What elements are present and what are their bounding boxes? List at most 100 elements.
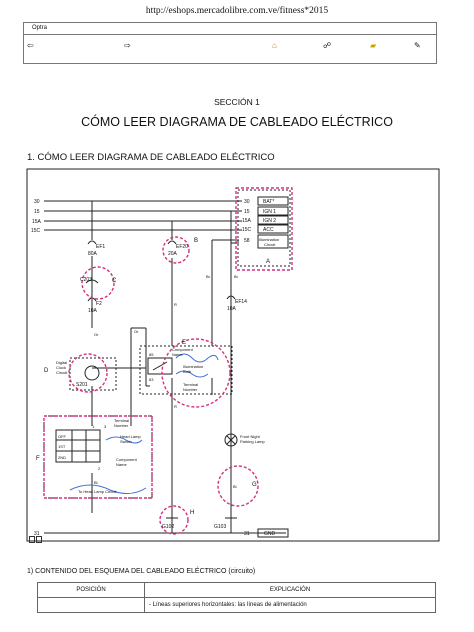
supply-label-bat: BAT* [263, 199, 274, 205]
viewer-toolbar: Optra ⇦ ⇨ ⌂ ☍ ▰ ✎ [23, 22, 437, 64]
switch-state-2nd: 2ND [58, 455, 66, 460]
header-position: POSICIÓN [37, 582, 145, 598]
wire-color-bl-1: Bl [94, 480, 98, 485]
rail-label-left-0: 30 [34, 199, 40, 205]
wiring-diagram: 30 15 15A 15C 30 15 15A 15C 58 BAT* IGN … [26, 168, 440, 542]
callout-a: A [266, 259, 270, 265]
header-explanation: EXPLICACIÓN [144, 582, 436, 598]
pin-83: 83 [149, 377, 154, 382]
wire-color-bl-2: Bl [233, 484, 237, 489]
supply-label-ign1: IGN 1 [263, 209, 276, 215]
ground-rail-label: 31 [34, 531, 40, 537]
switch-state-off: OFF [58, 434, 67, 439]
illumination-label-2: Circuit [264, 242, 276, 247]
callout-d: D [44, 368, 49, 374]
callout-h: H [190, 510, 194, 516]
callout-circle-b [162, 236, 190, 264]
switch-component-2: Name [116, 462, 127, 467]
home-icon[interactable]: ⌂ [272, 41, 277, 50]
illumination-label-1: Illumination [259, 237, 279, 242]
terminal-number-e-1: Terminal [183, 382, 198, 387]
component-name-e-1: Component [172, 347, 194, 352]
terminal-number-e-2: Number [183, 387, 198, 392]
illumination-bulb-2: Bulb [183, 369, 192, 374]
table-header-row: POSICIÓN EXPLICACIÓN [37, 582, 436, 598]
rail-label-right-2: 15A [242, 218, 252, 224]
wire-color-or-1: Or [94, 332, 99, 337]
fuse-ef14-rating: 10A [227, 306, 237, 312]
front-lamp-label-2: Parking Lamp [240, 439, 265, 444]
ground-g103: G103 [214, 524, 226, 530]
clock-label-1: Digital [56, 360, 67, 365]
fuse-f2-rating: 10A [88, 308, 98, 314]
toolbar-divider [24, 34, 436, 35]
callout-circle-c [81, 266, 115, 300]
fuse-ef20-rating: 20A [168, 251, 178, 257]
cell-position [37, 597, 145, 613]
table-row: - Líneas superiores horizontales: las lí… [37, 597, 436, 613]
callout-f: F [36, 456, 40, 462]
callout-e: E [182, 340, 186, 346]
fuse-ef1-rating: 80A [88, 251, 98, 257]
rail-label-left-3: 15C [31, 228, 41, 234]
page-title: CÓMO LEER DIAGRAMA DE CABLEADO ELÉCTRICO [81, 115, 393, 129]
rail-label-right-1: 15 [244, 209, 250, 215]
fuse-ef14-name: EF14 [235, 299, 247, 305]
callout-circle-h [159, 505, 189, 535]
clock-label-2: Clock [56, 365, 66, 370]
wire-color-br-1: Br [206, 274, 211, 279]
switch-terminal-2: Number [114, 423, 129, 428]
wire-color-br-2: Br [234, 274, 239, 279]
callout-circle-d [68, 353, 108, 393]
rail-label-right-3: 15C [242, 227, 252, 233]
network-icon[interactable]: ☍ [323, 41, 332, 50]
callout-b: B [194, 238, 198, 244]
switch-state-1st: 1ST [58, 444, 66, 449]
switch-name-1: Head Lamp [120, 434, 141, 439]
fuse-f2-name: F2 [96, 301, 102, 307]
fuse-ef20-name: EF20 [176, 244, 188, 250]
connector-c203: C203 [80, 277, 92, 283]
rail-label-left-1: 15 [34, 209, 40, 215]
wire-color-r-2: R [174, 404, 177, 409]
callout-g: G [252, 482, 257, 488]
switch-component-1: Component [116, 457, 138, 462]
gnd-label: GND [264, 531, 276, 537]
toolbar-title: Optra [32, 25, 48, 31]
folder-icon[interactable]: ▰ [370, 41, 377, 50]
front-lamp-label-1: Front Night [240, 434, 261, 439]
forward-arrow-icon[interactable]: ⇨ [124, 41, 131, 50]
switch-pin-1: 1 [92, 424, 95, 429]
switch-pin-2: 2 [98, 466, 101, 471]
switch-pin-3: 3 [104, 424, 107, 429]
callout-circle-e [161, 338, 231, 408]
wire-color-or-2: Or [134, 329, 139, 334]
ground-rail-right-label: 31 [244, 531, 250, 537]
section-label: SECCIÓN 1 [214, 97, 260, 107]
splice-s201: S201 [76, 382, 88, 388]
rail-label-left-2: 15A [32, 219, 42, 225]
illumination-bulb-1: Illumination [183, 364, 203, 369]
explanation-table: POSICIÓN EXPLICACIÓN - Líneas superiores… [37, 582, 436, 613]
supply-label-acc: ACC [263, 227, 274, 233]
list-title: 1) CONTENIDO DEL ESQUEMA DEL CABLEADO EL… [27, 568, 256, 575]
page-corner-icon [29, 536, 42, 543]
rail-label-right-4: 58 [244, 238, 250, 244]
pin-85: 85 [149, 352, 154, 357]
back-arrow-icon[interactable]: ⇦ [27, 41, 34, 50]
clock-label-3: Circuit [56, 370, 68, 375]
rail-label-right-0: 30 [244, 199, 250, 205]
callout-c: C [112, 278, 117, 284]
to-head-lamp-label: To Head Lamp Circuit [78, 489, 117, 494]
pen-icon[interactable]: ✎ [414, 41, 421, 50]
callout-box-a [235, 187, 293, 271]
switch-terminal-1: Terminal [114, 418, 129, 423]
cell-explanation: - Líneas superiores horizontales: las lí… [144, 597, 436, 613]
source-url[interactable]: http://eshops.mercadolibre.com.ve/fitnes… [145, 6, 329, 16]
ground-g102: G102 [162, 524, 174, 530]
fuse-ef1-name: EF1 [96, 244, 105, 250]
wire-color-r-1: R [174, 302, 177, 307]
callout-circle-g [217, 465, 259, 507]
supply-label-ign2: IGN 2 [263, 218, 276, 224]
component-name-e-2: Name [172, 352, 183, 357]
